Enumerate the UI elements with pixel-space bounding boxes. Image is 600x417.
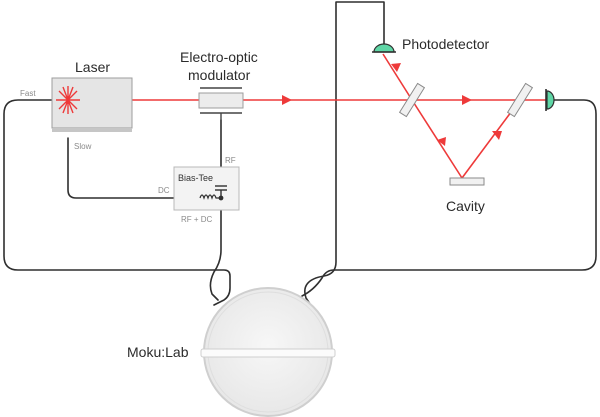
cavity-output-mirror (506, 82, 534, 118)
bias-tee-box (173, 166, 240, 211)
bias-tee-label: Bias-Tee (178, 173, 213, 183)
fast-feedback-wire (3, 99, 231, 306)
cavity-beam-to-photodetector (382, 53, 413, 101)
eom-crystal (198, 92, 244, 109)
transmission-detector-icon (546, 90, 555, 110)
beam-arrow-1 (282, 95, 292, 105)
cavity-label: Cavity (446, 198, 485, 214)
bias-tee-junction (218, 195, 224, 201)
beam-arrow-2 (462, 95, 472, 105)
laser-base (52, 128, 132, 132)
transmission-detector-wire (333, 99, 597, 271)
moku-lab-label: Moku:Lab (127, 344, 189, 360)
fast-label: Fast (20, 89, 36, 98)
eom-label-line2: modulator (188, 67, 251, 83)
beam-arrow-down-left (437, 137, 446, 146)
laser-box (51, 77, 133, 129)
photodetector-to-moku-wire (304, 1, 385, 305)
cavity-beam-down-left (411, 99, 463, 179)
cavity-input-mirror (398, 82, 426, 118)
beam-arrow-up-right (492, 131, 502, 140)
cavity-bottom-mirror (449, 177, 485, 186)
eom-label-line1: Electro-optic (180, 49, 258, 65)
beam-arrow-up-left (391, 63, 401, 72)
moku-lab-band (200, 348, 336, 358)
moku-input-wire (301, 269, 335, 297)
photodetector-label: Photodetector (402, 36, 490, 52)
slow-feedback-wire (67, 137, 201, 199)
dc-label: DC (158, 186, 170, 195)
rf-dc-label: RF + DC (181, 215, 213, 224)
photodetector-icon (373, 43, 395, 53)
laser-label: Laser (75, 59, 110, 75)
slow-label: Slow (74, 142, 92, 151)
inductor-icon (199, 194, 221, 200)
laser-starburst-icon (56, 86, 80, 114)
bias-tee-to-moku-wire (209, 199, 222, 301)
rf-label: RF (225, 156, 236, 165)
